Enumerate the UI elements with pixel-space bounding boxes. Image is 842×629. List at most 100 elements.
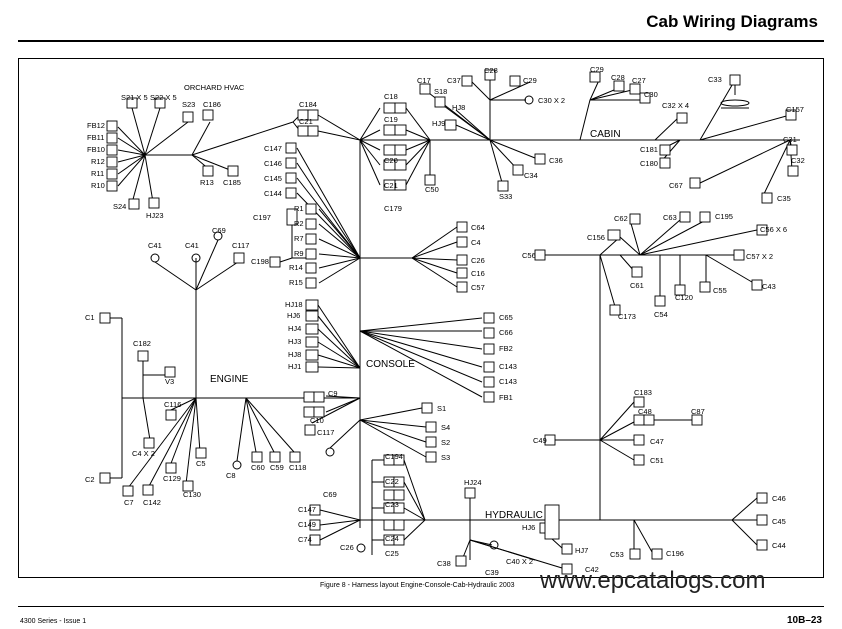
connector-label: S21 X 5 <box>121 93 148 102</box>
connector-label: C36 <box>549 156 563 165</box>
connector-label: C130 <box>183 490 201 499</box>
connector-label: C43 <box>762 282 776 291</box>
section-label-cabin: CABIN <box>590 129 621 140</box>
connector-label: C55 <box>713 286 727 295</box>
connector-label: C182 <box>133 339 151 348</box>
connector-label: C62 <box>614 214 628 223</box>
connector-label: C29 <box>590 65 604 74</box>
connector-label: C2 <box>85 475 95 484</box>
connector-label: HJ8 <box>452 103 465 112</box>
section-label-orchard: ORCHARD HVAC <box>184 83 245 92</box>
connector-label: FB12 <box>87 121 105 130</box>
connector-label: C143 <box>499 362 517 371</box>
connector-label: C142 <box>143 498 161 507</box>
connector-label: HJ24 <box>464 478 482 487</box>
connector-label: C198 <box>251 257 269 266</box>
connector-label: C8 <box>226 471 236 480</box>
connector-label: C5 <box>196 459 206 468</box>
connector-label: C69 <box>212 226 226 235</box>
connector-label: C147 <box>264 144 282 153</box>
figure-caption: Figure 8 - Harness layout Engine-Console… <box>320 582 515 589</box>
connector-label: C25 <box>385 549 399 558</box>
section-label-console: CONSOLE <box>366 359 415 370</box>
connector-label: R13 <box>200 178 214 187</box>
connector-label: C41 <box>185 241 199 250</box>
connector-label: C56 X 6 <box>760 225 787 234</box>
connector-label: FB2 <box>499 344 513 353</box>
connector-label: C41 <box>148 241 162 250</box>
connector-label: C26 <box>340 543 354 552</box>
connector-label: C51 <box>650 456 664 465</box>
connector-boxes <box>99 69 799 575</box>
watermark: www.epcatalogs.com <box>540 567 766 594</box>
connector-label: C49 <box>533 436 547 445</box>
footer-rule <box>18 606 824 607</box>
connector-label: C38 <box>437 559 451 568</box>
connector-label: C186 <box>203 100 221 109</box>
connector-label: S3 <box>441 453 450 462</box>
connector-label: C47 <box>650 437 664 446</box>
connector-label: C18 <box>384 92 398 101</box>
connector-label: C197 <box>253 213 271 222</box>
connector-label: S22 X 5 <box>150 93 177 102</box>
connector-label: C39 <box>485 568 499 577</box>
connector-label: C44 <box>772 541 786 550</box>
connector-label: HJ9 <box>432 119 445 128</box>
title-rule <box>18 40 824 42</box>
connector-label: C46 <box>772 494 786 503</box>
connector-label: C66 <box>499 328 513 337</box>
diagram-frame <box>18 58 824 578</box>
connector-label: C56 <box>522 251 536 260</box>
connector-label: C21 <box>384 181 398 190</box>
connector-label: C48 <box>638 407 652 416</box>
connector-label: R15 <box>289 278 303 287</box>
connector-label: C32 <box>791 156 805 165</box>
connector-label: C117 <box>232 241 249 250</box>
connector-label: C156 <box>587 233 605 242</box>
connector-label: HJ3 <box>288 337 301 346</box>
connector-label: C116 <box>164 400 181 409</box>
connector-label: HJ8 <box>288 350 301 359</box>
connector-label: C4 X 2 <box>132 449 155 458</box>
connector-label: C120 <box>675 293 693 302</box>
connector-label: R11 <box>91 169 104 178</box>
connector-label: C195 <box>715 212 733 221</box>
connector-label: C67 <box>669 181 683 190</box>
connector-label: C26 <box>471 256 485 265</box>
connector-label: R9 <box>294 249 304 258</box>
connector-label: C17 <box>417 76 431 85</box>
connector-label: C57 <box>471 283 485 292</box>
connector-label: FB10 <box>87 145 105 154</box>
connector-label: R2 <box>294 219 304 228</box>
connector-label: C1 <box>85 313 95 322</box>
connector-label: HJ18 <box>285 300 303 309</box>
connector-label: C149 <box>298 520 316 529</box>
connector-label: HJ6 <box>287 311 300 320</box>
connector-label: R1 <box>294 204 304 213</box>
connector-label: C145 <box>264 174 282 183</box>
connector-label: C24 <box>385 534 399 543</box>
connector-label: C184 <box>299 100 317 109</box>
page-title: Cab Wiring Diagrams <box>646 12 818 31</box>
connector-label: S4 <box>441 423 450 432</box>
connector-label: C4 <box>471 238 481 247</box>
connector-label: C45 <box>772 517 786 526</box>
connector-label: C143 <box>499 377 517 386</box>
connector-label: C74 <box>298 535 312 544</box>
ground-symbols <box>150 95 750 553</box>
connector-label: HJ4 <box>288 324 301 333</box>
connector-label: C118 <box>289 463 306 472</box>
connector-label: R10 <box>91 181 105 190</box>
connector-label: S33 <box>499 192 512 201</box>
connector-label: C194 <box>385 452 403 461</box>
connector-label: FB11 <box>87 133 104 142</box>
connector-label: C157 <box>786 105 804 114</box>
connector-label: C180 <box>640 159 658 168</box>
connector-label: C22 <box>385 477 399 486</box>
connector-label: C54 <box>654 310 668 319</box>
connector-label: C64 <box>471 223 485 232</box>
connector-label: C30 X 2 <box>538 96 565 105</box>
connector-label: C10 <box>310 416 324 425</box>
connector-label: V3 <box>165 377 174 386</box>
